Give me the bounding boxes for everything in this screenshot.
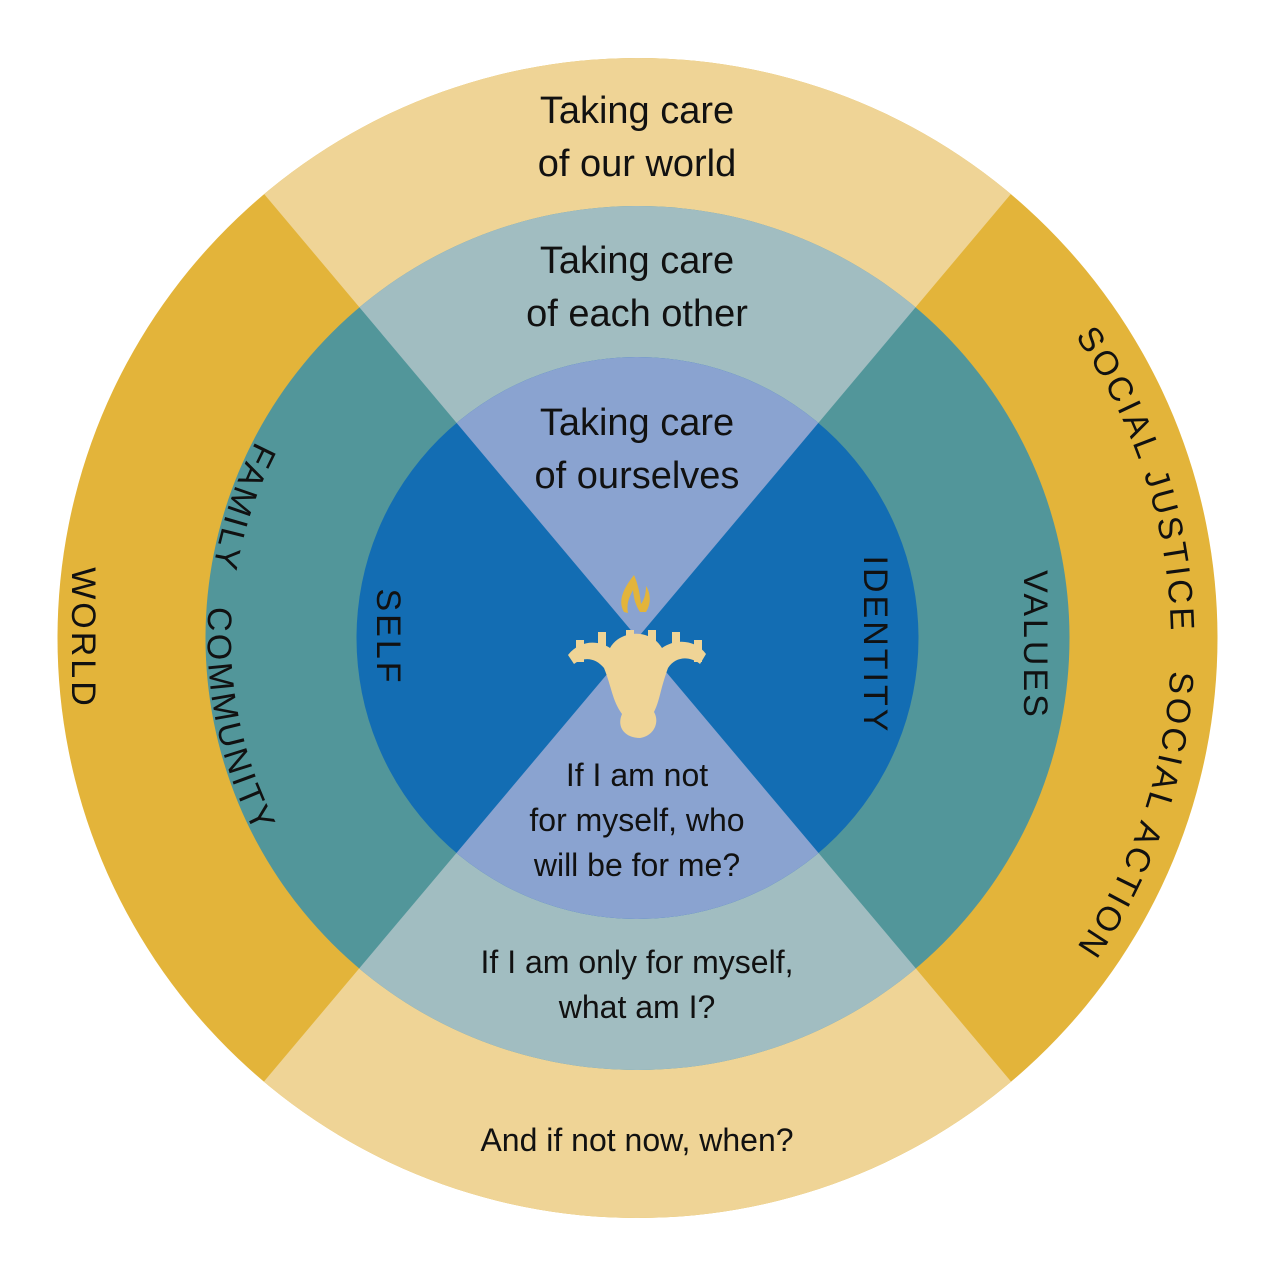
outer-top-line-1: Taking care [540, 90, 734, 132]
flame-icon [621, 575, 650, 613]
middle-ring-top-segment [205, 206, 1070, 638]
outer-bottom-text: And if not now, when? [480, 1122, 793, 1158]
middle-top-line-2: of each other [526, 293, 748, 335]
cup-icon [568, 630, 706, 738]
middle-bottom-line-1: If I am only for myself, [481, 944, 794, 980]
inner-top-line-1: Taking care [540, 402, 734, 444]
inner-bottom-line-1: If I am not [566, 757, 708, 793]
flame-cup-emblem-icon [568, 575, 706, 738]
inner-top-line-2: of ourselves [535, 455, 740, 497]
inner-left-label: SELF [369, 588, 407, 685]
inner-bottom-line-3: will be for me? [533, 847, 740, 883]
inner-right-label: IDENTITY [856, 556, 894, 735]
middle-top-line-1: Taking care [540, 240, 734, 282]
inner-bottom-line-2: for myself, who [529, 802, 744, 838]
middle-bottom-line-2: what am I? [558, 989, 716, 1025]
outer-top-line-2: of our world [538, 143, 737, 185]
outer-left-label: WORLD [64, 567, 102, 709]
middle-ring-bottom-segment [205, 638, 1070, 1070]
middle-right-label: VALUES [1016, 570, 1054, 720]
